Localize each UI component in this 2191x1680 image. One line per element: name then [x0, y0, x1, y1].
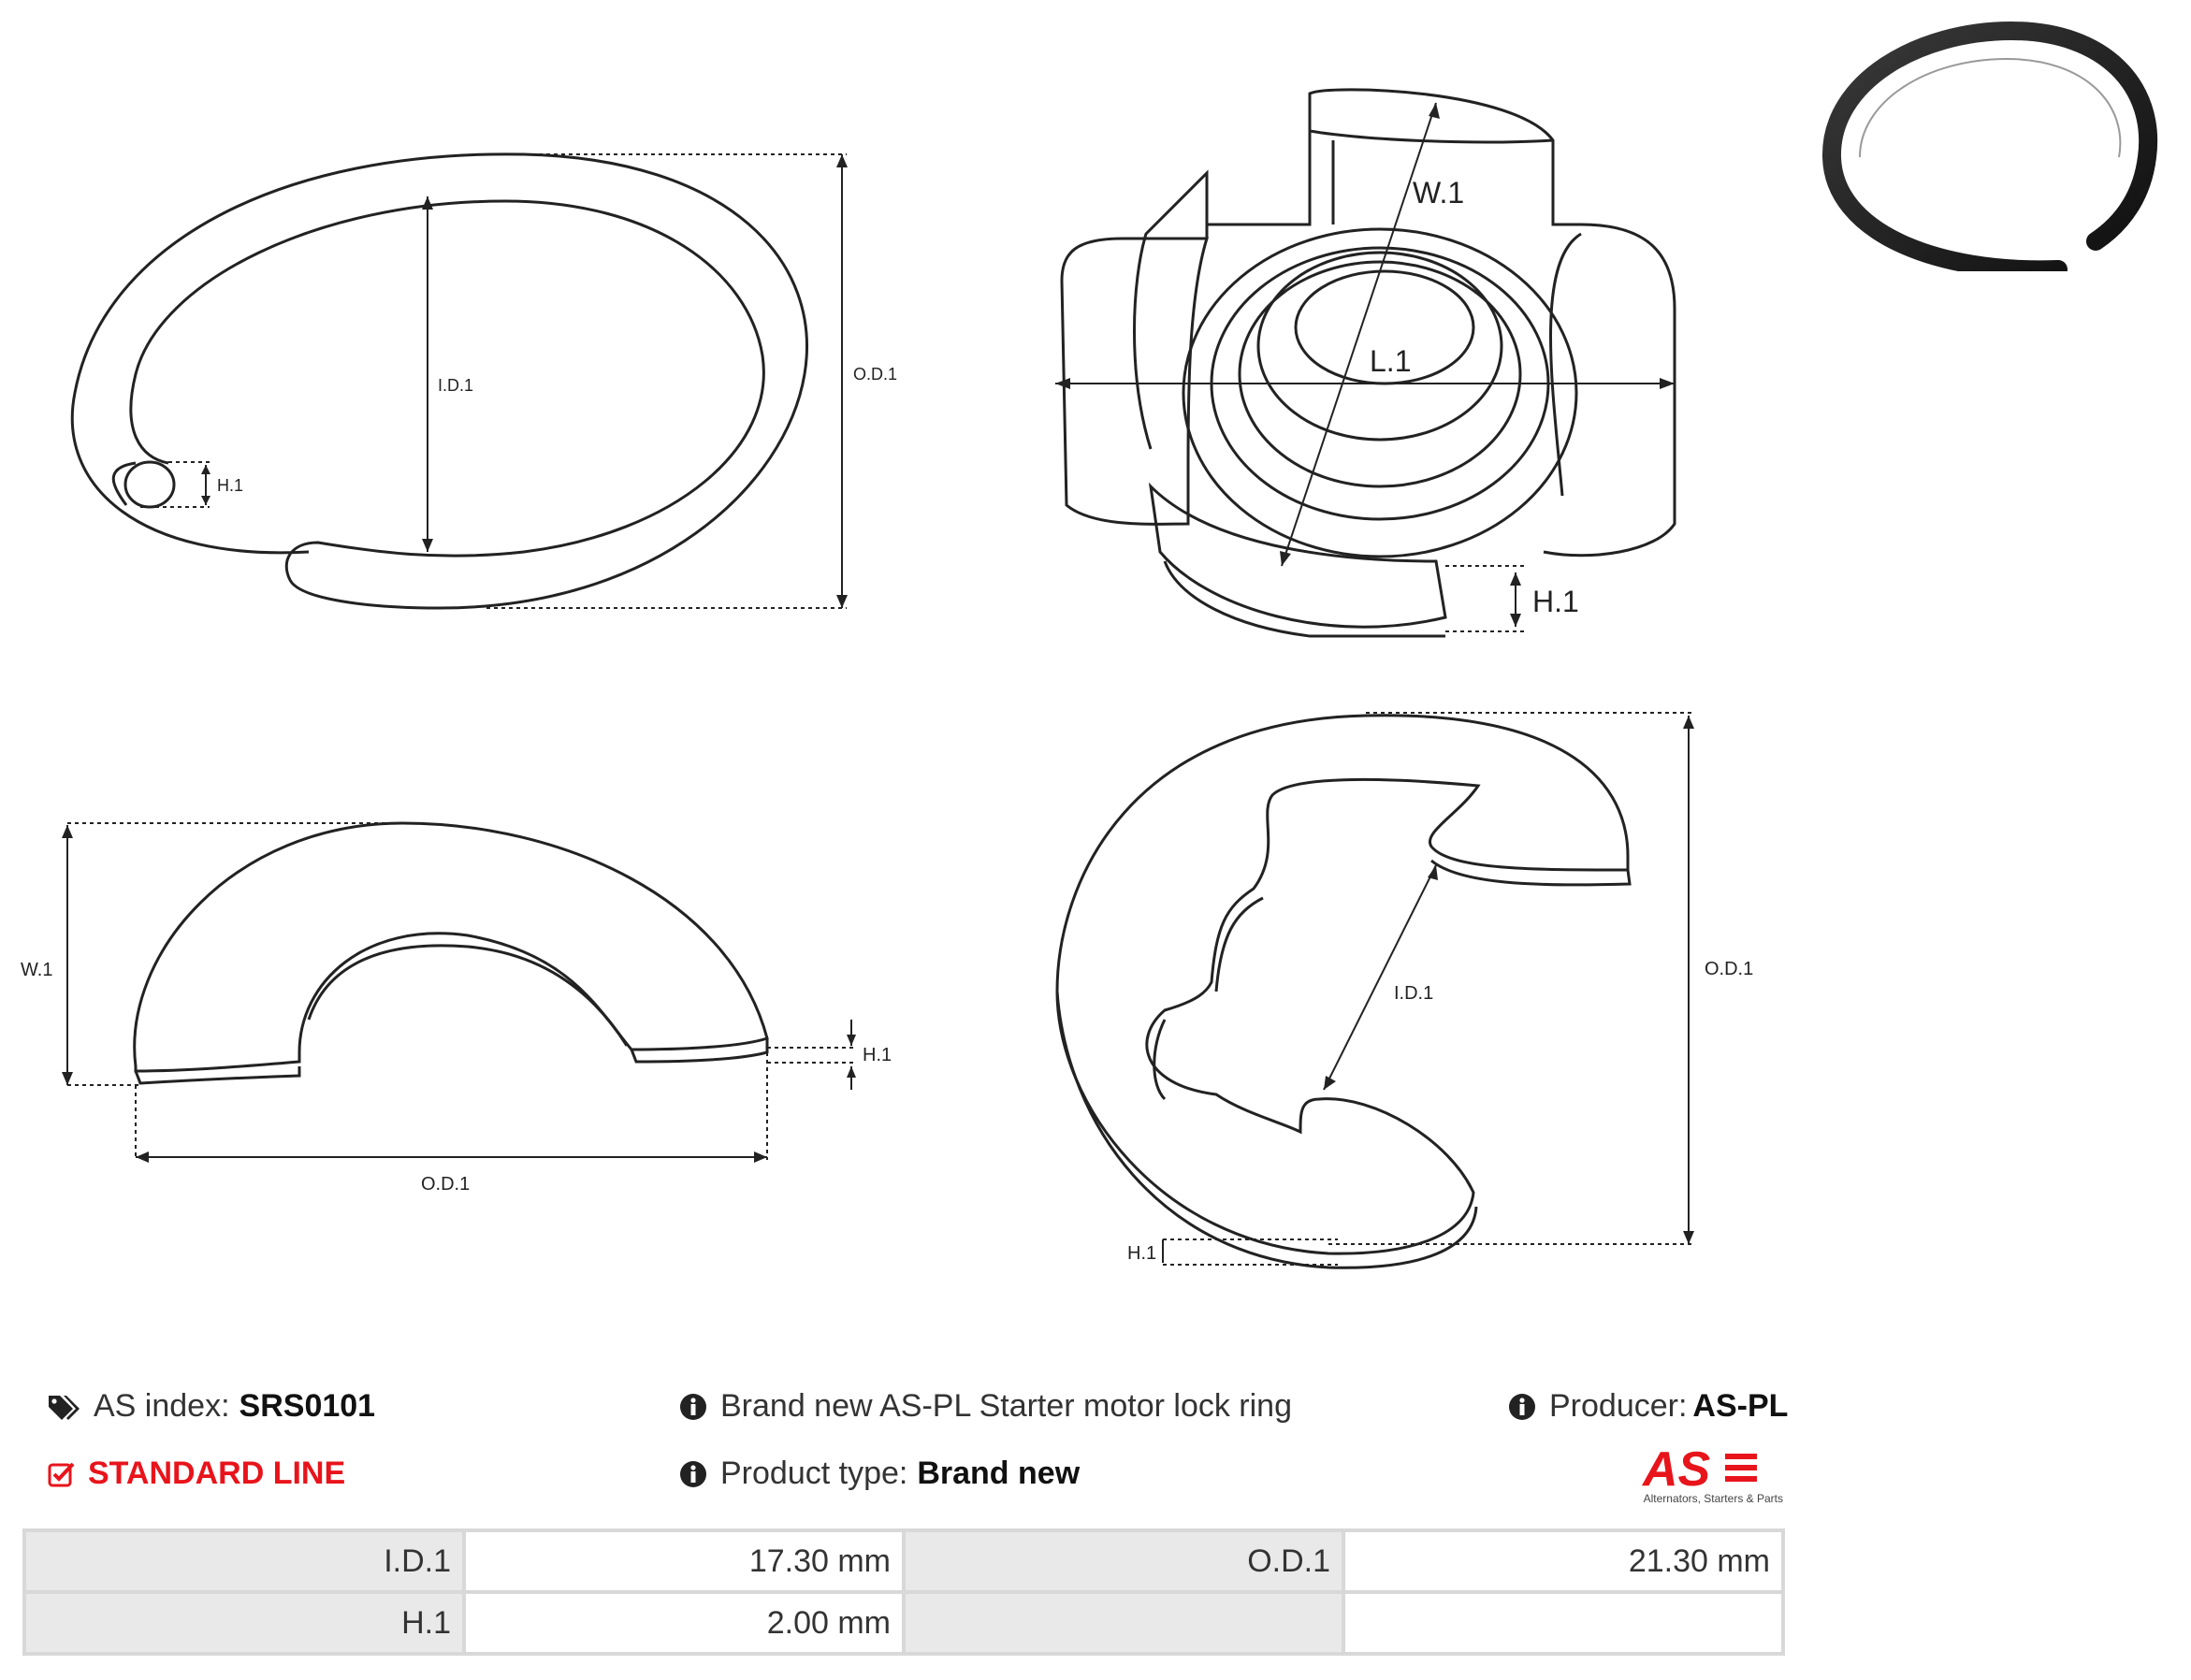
dim-label-w1: W.1 [1413, 176, 1464, 210]
spec-value: 2.00 mm [466, 1594, 902, 1652]
ring-side-view [133, 821, 769, 1085]
as-index-value: SRS0101 [239, 1388, 376, 1424]
producer-row: Producer: AS-PL [1508, 1388, 1788, 1425]
dim-label-od1-side: O.D.1 [421, 1174, 470, 1195]
spec-value: 17.30 mm [466, 1532, 902, 1590]
assembly-view [1060, 88, 1676, 638]
spec-label: O.D.1 [906, 1532, 1342, 1590]
tags-icon [49, 1395, 80, 1420]
dim-label-w1-side: W.1 [21, 960, 52, 980]
producer-label: Producer: [1549, 1388, 1688, 1424]
as-index-row: AS index: SRS0101 [47, 1388, 375, 1425]
info-icon [680, 1393, 706, 1420]
dim-label-h1-persp: H.1 [1127, 1243, 1156, 1264]
table-row: I.D.1 17.30 mm O.D.1 21.30 mm [26, 1532, 1781, 1590]
product-photo [1815, 21, 2170, 279]
dim-label-od1: O.D.1 [853, 365, 897, 384]
logo-tagline: Alternators, Starters & Parts [1644, 1492, 1783, 1505]
description-row: Brand new AS-PL Starter motor lock ring [679, 1388, 1292, 1425]
producer-value: AS-PL [1692, 1388, 1789, 1424]
dim-label-id1-persp: I.D.1 [1394, 983, 1433, 1004]
info-icon [680, 1460, 706, 1487]
logo-mark: AS [1641, 1442, 1711, 1497]
ring-perspective-view [1055, 714, 1632, 1269]
spec-label: H.1 [26, 1594, 462, 1652]
dim-label-id1: I.D.1 [438, 376, 473, 395]
as-pl-logo: AS Alternators, Starters & Parts [1641, 1442, 1783, 1505]
spec-label [906, 1594, 1342, 1652]
spec-table: I.D.1 17.30 mm O.D.1 21.30 mm H.1 2.00 m… [22, 1528, 1785, 1656]
dim-label-l1: L.1 [1370, 344, 1411, 378]
info-icon [1509, 1393, 1535, 1420]
spec-label: I.D.1 [26, 1532, 462, 1590]
product-type-value: Brand new [917, 1456, 1081, 1491]
dim-label-h1: H.1 [217, 476, 243, 495]
standard-line-row: STANDARD LINE [47, 1456, 345, 1492]
dim-label-h1-assembly: H.1 [1532, 585, 1579, 618]
product-type-row: Product type: Brand new [679, 1456, 1080, 1492]
dim-label-h1-side: H.1 [863, 1045, 892, 1065]
check-square-icon [48, 1462, 75, 1486]
standard-line-label: STANDARD LINE [88, 1456, 346, 1491]
spec-value: 21.30 mm [1345, 1532, 1781, 1590]
description-text: Brand new AS-PL Starter motor lock ring [720, 1388, 1293, 1424]
as-index-label: AS index: [94, 1388, 230, 1424]
spec-value [1345, 1594, 1781, 1652]
product-type-label: Product type: [720, 1456, 908, 1491]
dim-label-od1-persp: O.D.1 [1705, 959, 1753, 979]
table-row: H.1 2.00 mm [26, 1594, 1781, 1652]
